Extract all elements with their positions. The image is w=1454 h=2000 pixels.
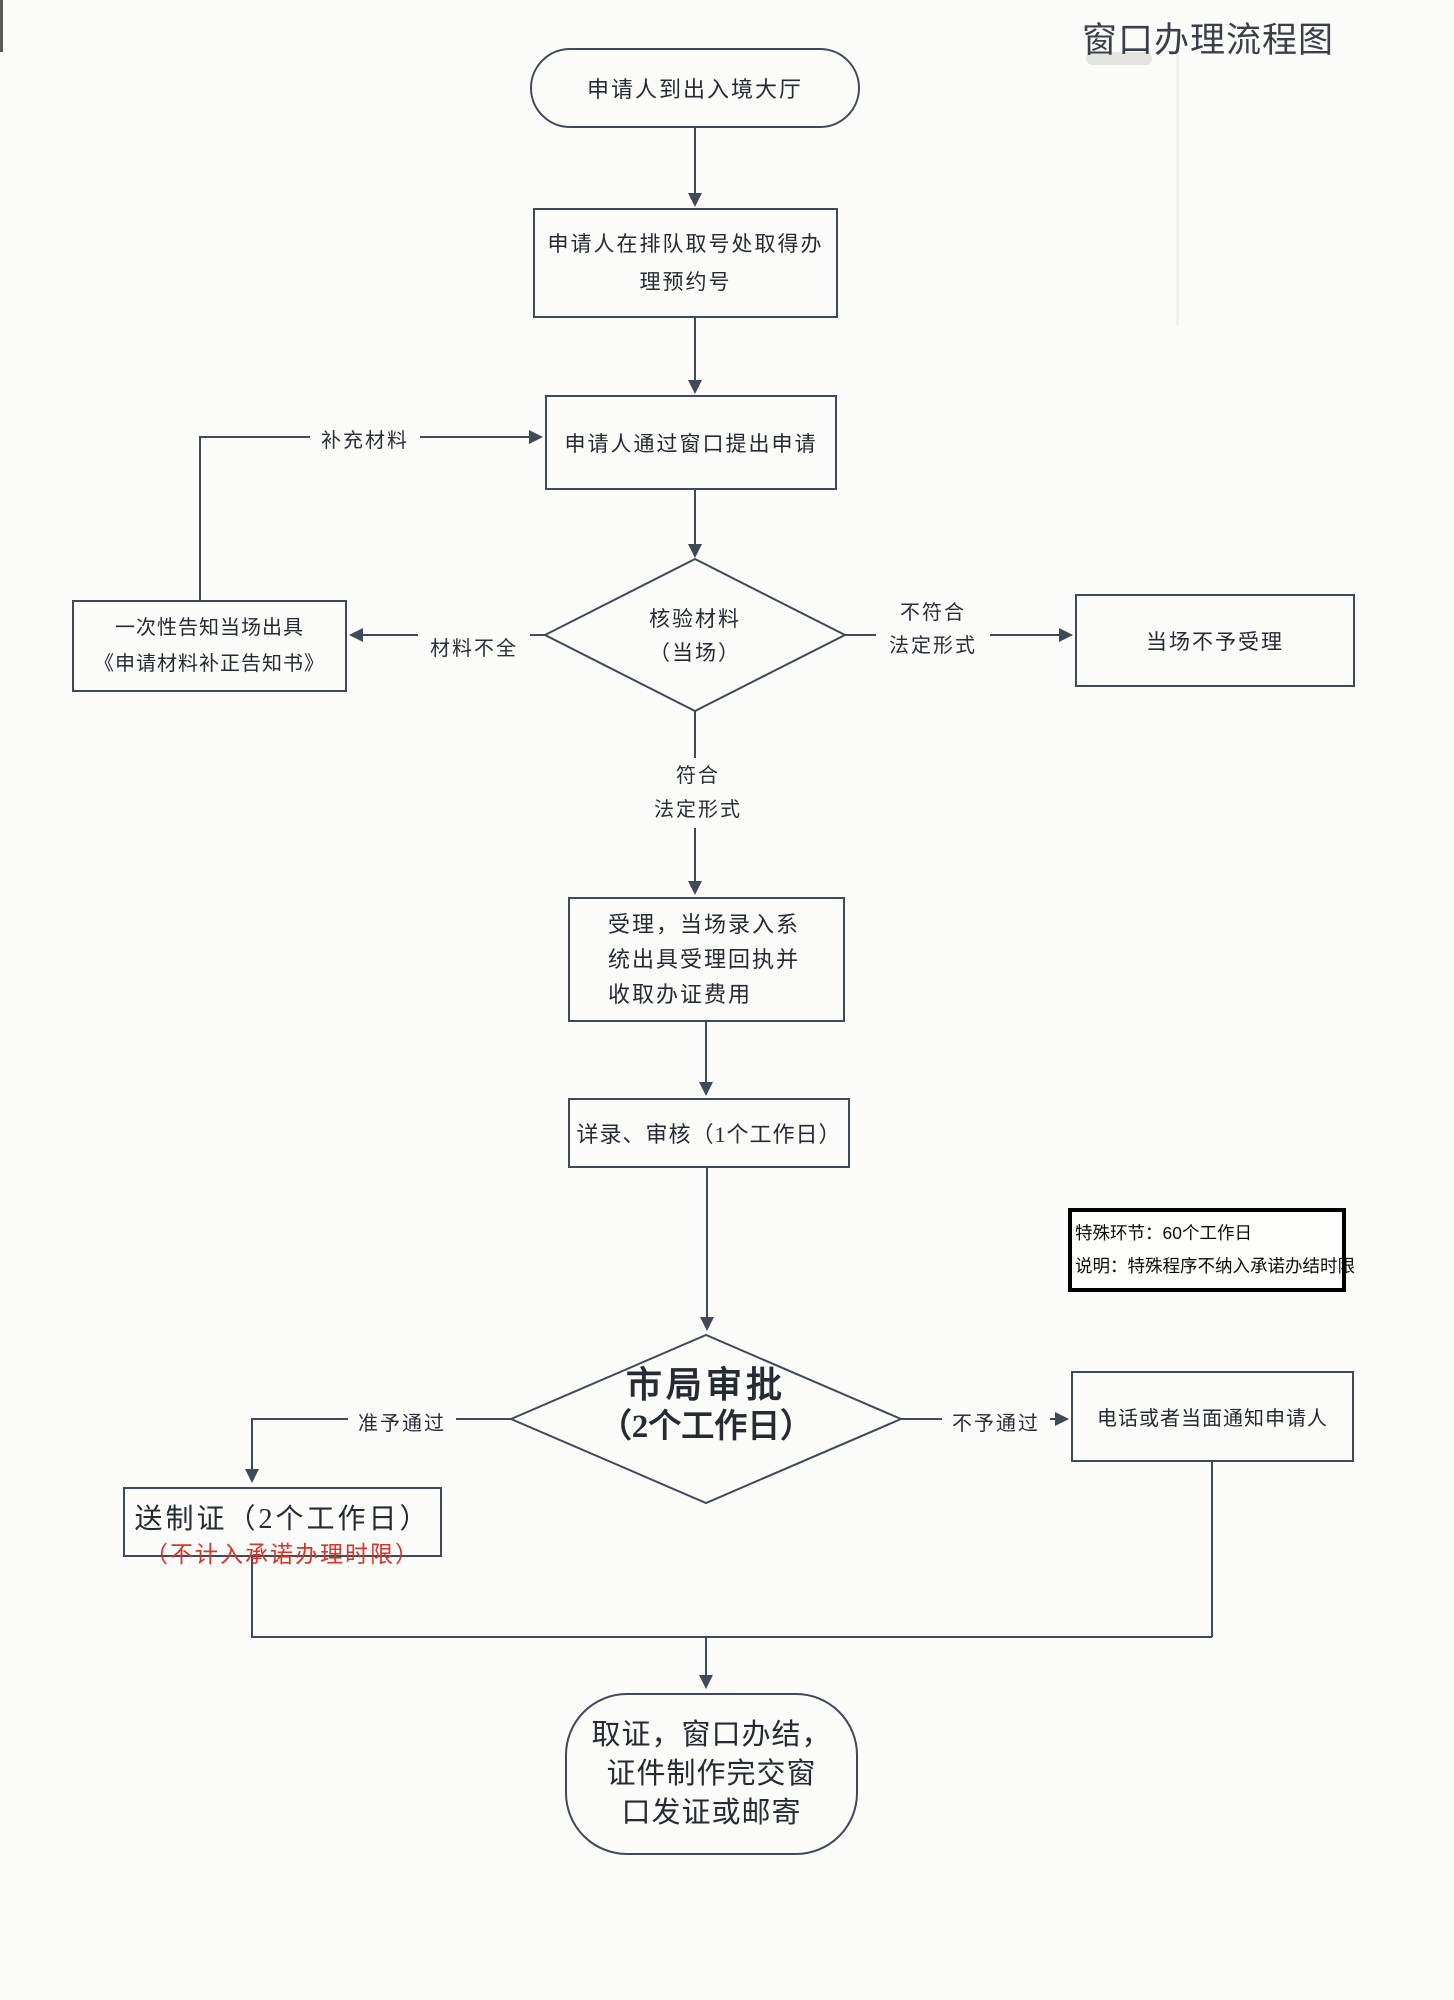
accept-line1: 受理，当场录入系 — [608, 912, 801, 937]
notice-line2: 《申请材料补正告知书》 — [94, 653, 325, 675]
edge-label-rejected: 不予通过 — [942, 1406, 1050, 1437]
review-node: 详录、审核（1个工作日） — [568, 1098, 850, 1168]
edge-label-valid-form: 符合 法定形式 — [640, 758, 756, 828]
special-note-line1: 特殊环节：60个工作日 — [1075, 1223, 1252, 1243]
edge-label-invalid-form: 不符合 法定形式 — [876, 596, 990, 664]
approval-diamond-shape — [508, 1333, 904, 1505]
special-note-box: 特殊环节：60个工作日 说明：特殊程序不纳入承诺办结时限 — [1068, 1208, 1355, 1292]
line-makecert-to-collector — [251, 1557, 1212, 1638]
verify-line1: 核验材料 — [649, 607, 741, 631]
accept-node: 受理，当场录入系 统出具受理回执并 收取办证费用 — [568, 897, 845, 1022]
start-node: 申请人到出入境大厅 — [530, 48, 860, 128]
submit-node: 申请人通过窗口提出申请 — [545, 395, 837, 490]
submit-label: 申请人通过窗口提出申请 — [564, 431, 818, 456]
take-number-line1: 申请人在排队取号处取得办 — [547, 232, 824, 256]
notify-node: 电话或者当面通知申请人 — [1071, 1371, 1354, 1462]
make-cert-label: 送制证（2个工作日） — [134, 1504, 431, 1535]
reject-label: 当场不予受理 — [1146, 629, 1284, 654]
approval-line2: （2个工作日） — [598, 1409, 814, 1445]
start-label: 申请人到出入境大厅 — [586, 77, 803, 102]
arrowheads — [245, 193, 1073, 1689]
end-line1: 取证，窗口办结， — [591, 1718, 832, 1751]
accept-line3: 收取办证费用 — [608, 982, 753, 1007]
make-cert-red-note: （不计入承诺办理时限） — [145, 1542, 420, 1567]
notify-label: 电话或者当面通知申请人 — [1097, 1408, 1328, 1430]
arrow-notice-to-submit — [199, 436, 529, 600]
take-number-node: 申请人在排队取号处取得办 理预约号 — [533, 208, 838, 318]
reject-node: 当场不予受理 — [1075, 594, 1355, 687]
notice-node: 一次性告知当场出具 《申请材料补正告知书》 — [72, 600, 347, 692]
edge-label-invalid-line2: 法定形式 — [889, 635, 977, 657]
review-label: 详录、审核（1个工作日） — [576, 1122, 842, 1147]
page-title: 窗口办理流程图 — [1082, 21, 1335, 60]
edge-label-valid-line1: 符合 — [676, 765, 720, 787]
end-node: 取证，窗口办结， 证件制作完交窗 口发证或邮寄 — [565, 1693, 858, 1855]
approval-diamond-text: 市局审批 （2个工作日） — [556, 1360, 856, 1452]
verify-diamond-shape — [542, 557, 848, 713]
edge-label-invalid-line1: 不符合 — [900, 602, 966, 624]
accept-line2: 统出具受理回执并 — [608, 947, 801, 972]
special-note-line2: 说明：特殊程序不纳入承诺办结时限 — [1075, 1256, 1355, 1276]
end-line3: 口发证或邮寄 — [621, 1796, 802, 1829]
approval-line1: 市局审批 — [625, 1365, 786, 1405]
edge-label-incomplete: 材料不全 — [418, 631, 530, 662]
end-line2: 证件制作完交窗 — [606, 1757, 817, 1790]
edge-label-supplement: 补充材料 — [310, 423, 420, 454]
take-number-line2: 理预约号 — [639, 270, 732, 294]
edge-label-valid-line2: 法定形式 — [654, 799, 742, 821]
make-cert-node: 送制证（2个工作日） （不计入承诺办理时限） — [123, 1487, 442, 1567]
notice-line1: 一次性告知当场出具 — [115, 617, 304, 639]
verify-line2: （当场） — [649, 641, 741, 665]
edge-label-approved: 准予通过 — [348, 1406, 456, 1437]
verify-diamond-text: 核验材料 （当场） — [595, 600, 795, 672]
